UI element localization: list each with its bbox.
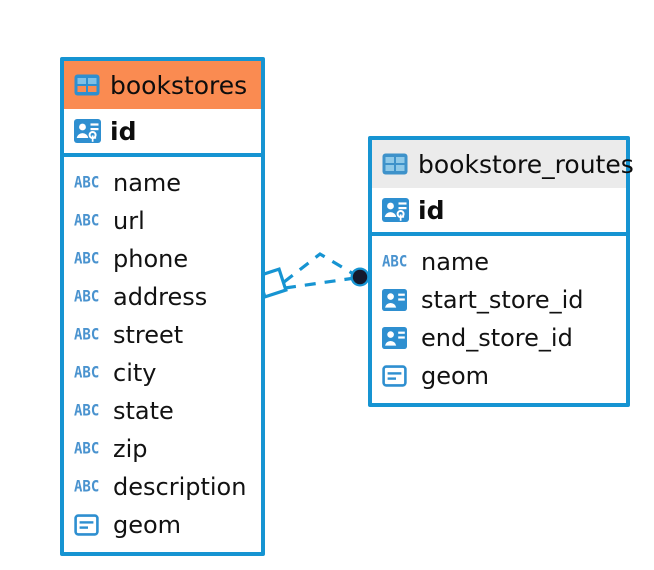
geometry-icon: [74, 514, 104, 536]
abc-text-icon: ABC: [74, 288, 100, 306]
abc-text-icon: ABC: [382, 253, 408, 271]
table-grid-icon: [382, 153, 408, 175]
primary-key-row[interactable]: id: [372, 188, 626, 236]
attribute-row-address[interactable]: ABC address: [64, 278, 261, 316]
attribute-label: start_store_id: [421, 286, 584, 314]
attribute-label: street: [113, 321, 184, 349]
entity-header-bookstores[interactable]: bookstores: [64, 61, 261, 109]
primary-key-icon: [74, 119, 101, 143]
abc-text-icon: ABC: [74, 364, 100, 382]
attribute-label: name: [113, 169, 182, 197]
entity-table-bookstore-routes[interactable]: bookstore_routes id ABC name: [368, 136, 634, 407]
abc-text-icon: ABC: [74, 250, 100, 268]
circle-endpoint-icon: [350, 267, 370, 287]
attribute-row-start-store-id[interactable]: start_store_id: [372, 281, 626, 319]
geometry-icon: [382, 365, 412, 387]
attribute-label: url: [113, 207, 145, 235]
attribute-row-geom[interactable]: geom: [64, 506, 261, 544]
attribute-row-name[interactable]: ABC name: [372, 243, 626, 281]
relationship-line-lower: [284, 276, 356, 290]
attribute-label: end_store_id: [421, 324, 573, 352]
abc-text-icon: ABC: [74, 402, 100, 420]
entity-table-bookstores[interactable]: bookstores id ABC name: [60, 57, 265, 556]
attribute-row-street[interactable]: ABC street: [64, 316, 261, 354]
attribute-label: phone: [113, 245, 189, 273]
attribute-label: geom: [113, 511, 182, 539]
abc-text-icon: ABC: [74, 326, 100, 344]
attribute-label: zip: [113, 435, 148, 463]
attribute-list: ABC name start_store_id: [372, 236, 626, 403]
attribute-label: city: [113, 359, 157, 387]
attribute-row-phone[interactable]: ABC phone: [64, 240, 261, 278]
attribute-row-url[interactable]: ABC url: [64, 202, 261, 240]
attribute-row-description[interactable]: ABC description: [64, 468, 261, 506]
abc-text-icon: ABC: [74, 440, 100, 458]
primary-key-label: id: [110, 116, 137, 146]
attribute-label: address: [113, 283, 208, 311]
attribute-row-zip[interactable]: ABC zip: [64, 430, 261, 468]
foreign-key-icon: [382, 327, 412, 349]
attribute-row-state[interactable]: ABC state: [64, 392, 261, 430]
attribute-label: description: [113, 473, 247, 501]
primary-key-label: id: [418, 195, 445, 225]
attribute-label: name: [421, 248, 490, 276]
attribute-list: ABC name ABC url ABC phone ABC address A…: [64, 157, 261, 552]
attribute-row-city[interactable]: ABC city: [64, 354, 261, 392]
attribute-label: state: [113, 397, 174, 425]
abc-text-icon: ABC: [74, 174, 100, 192]
attribute-row-geom[interactable]: geom: [372, 357, 626, 395]
primary-key-row[interactable]: id: [64, 109, 261, 157]
attribute-label: geom: [421, 362, 490, 390]
abc-text-icon: ABC: [74, 212, 100, 230]
entity-title: bookstore_routes: [418, 149, 634, 179]
table-grid-icon: [74, 74, 100, 96]
attribute-row-end-store-id[interactable]: end_store_id: [372, 319, 626, 357]
entity-title: bookstores: [110, 70, 248, 100]
foreign-key-icon: [382, 289, 412, 311]
relationship-line-upper: [283, 252, 358, 284]
primary-key-icon: [382, 198, 409, 222]
abc-text-icon: ABC: [74, 478, 100, 496]
attribute-row-name[interactable]: ABC name: [64, 164, 261, 202]
entity-header-bookstore-routes[interactable]: bookstore_routes: [372, 140, 634, 188]
